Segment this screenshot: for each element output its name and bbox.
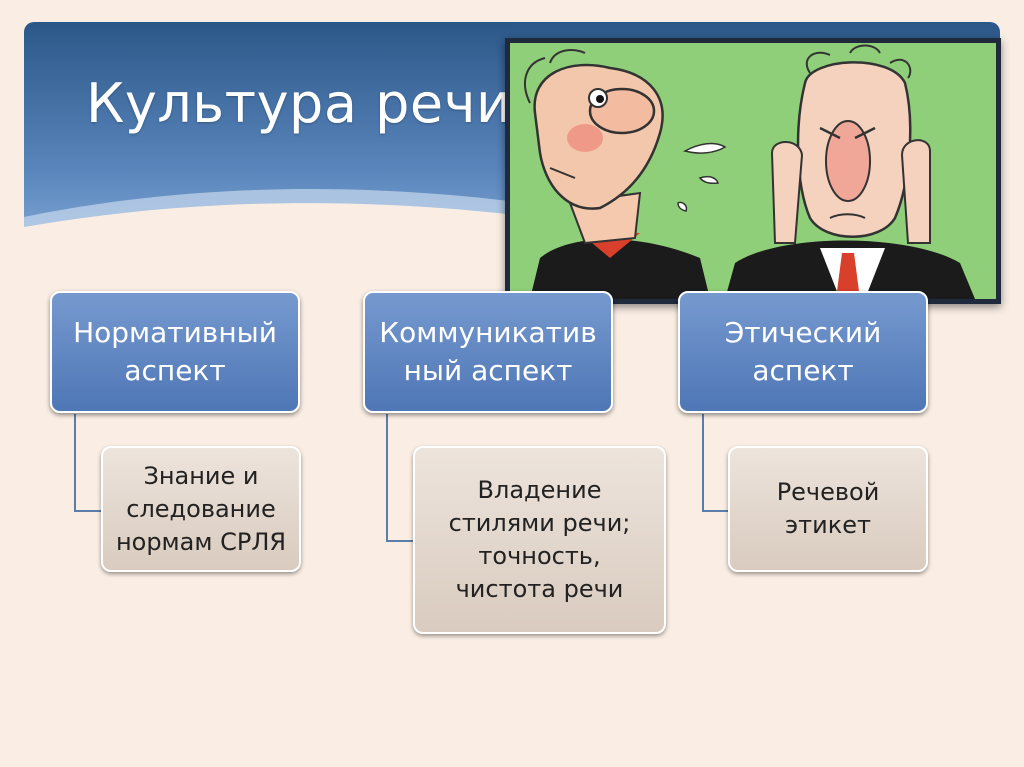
aspect-box-normative: Нормативный аспект [50,291,300,413]
cartoon-illustration [505,38,1001,304]
shouting-men-cartoon-icon [510,43,996,299]
aspect-label: Коммуникатив ный аспект [379,316,597,387]
detail-box-normative: Знание и следование нормам СРЛЯ [101,446,301,572]
aspect-label: Этический аспект [724,316,882,387]
detail-box-ethical: Речевой этикет [728,446,928,572]
detail-box-communicative: Владение стилями речи; точность, чистота… [413,446,666,634]
detail-text: Знание и следование нормам СРЛЯ [115,461,287,556]
aspect-box-communicative: Коммуникатив ный аспект [363,291,613,413]
aspect-box-ethical: Этический аспект [678,291,928,413]
aspect-label: Нормативный аспект [73,316,277,387]
page-title: Культура речи [86,72,512,135]
connector-3 [702,414,731,512]
connector-2 [386,414,417,542]
connector-1 [74,414,103,512]
detail-text: Владение стилями речи; точность, чистота… [448,476,631,603]
detail-text: Речевой этикет [776,478,880,539]
